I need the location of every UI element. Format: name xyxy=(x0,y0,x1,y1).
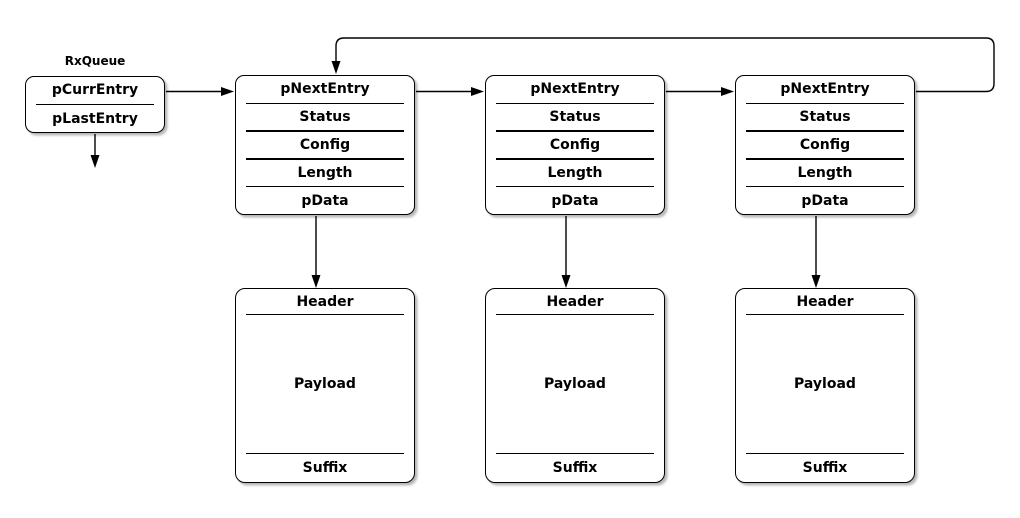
arrowhead-pdata3-to-buffer3 xyxy=(811,275,821,288)
field-config: Config xyxy=(549,137,601,153)
divider xyxy=(496,452,654,454)
divider xyxy=(246,130,404,132)
queue-title: RxQueue xyxy=(64,54,126,68)
arrowhead-queue-down xyxy=(90,155,100,168)
section-suffix: Suffix xyxy=(802,460,848,476)
field-length: Length xyxy=(547,164,603,181)
arrowhead-entry2-to-entry3 xyxy=(721,87,734,96)
descriptor-box-3: pNextEntry Status Config Length pData xyxy=(735,75,915,215)
field-status: Status xyxy=(799,109,851,126)
divider xyxy=(746,452,904,454)
arrowhead-queue-to-entry1 xyxy=(221,87,234,96)
divider xyxy=(746,186,904,188)
divider xyxy=(246,186,404,188)
field-pdata: pData xyxy=(301,192,349,209)
field-status: Status xyxy=(299,109,351,126)
buffer-box-3: Header Payload Suffix xyxy=(735,288,915,483)
divider xyxy=(746,314,904,316)
field-pnextentry: pNextEntry xyxy=(280,81,370,98)
section-header: Header xyxy=(296,293,354,310)
field-pnextentry: pNextEntry xyxy=(530,81,620,98)
field-pdata: pData xyxy=(551,192,599,209)
divider xyxy=(36,103,154,106)
descriptor-box-2: pNextEntry Status Config Length pData xyxy=(485,75,665,215)
divider xyxy=(496,158,654,160)
divider xyxy=(496,314,654,316)
arrowhead-entry1-to-entry2 xyxy=(471,87,484,96)
arrowhead-pdata2-to-buffer2 xyxy=(561,275,571,288)
divider xyxy=(746,130,904,132)
field-config: Config xyxy=(299,137,351,153)
divider xyxy=(246,314,404,316)
divider xyxy=(496,102,654,104)
field-status: Status xyxy=(549,109,601,126)
field-length: Length xyxy=(297,164,353,181)
buffer-box-2: Header Payload Suffix xyxy=(485,288,665,483)
divider xyxy=(496,130,654,132)
section-suffix: Suffix xyxy=(302,460,348,476)
divider xyxy=(496,186,654,188)
section-payload: Payload xyxy=(294,376,356,392)
buffer-box-1: Header Payload Suffix xyxy=(235,288,415,483)
field-pcurrentry: pCurrEntry xyxy=(51,82,139,99)
field-length: Length xyxy=(797,164,853,181)
divider xyxy=(746,158,904,160)
divider xyxy=(746,102,904,104)
field-config: Config xyxy=(799,137,851,153)
field-pdata: pData xyxy=(801,192,849,209)
rxqueue-box: pCurrEntry pLastEntry xyxy=(25,76,165,133)
section-payload: Payload xyxy=(544,376,606,392)
section-header: Header xyxy=(546,293,604,310)
section-header: Header xyxy=(796,293,854,310)
field-plastentry: pLastEntry xyxy=(52,110,138,127)
section-payload: Payload xyxy=(794,376,856,392)
arrowhead-loopback xyxy=(331,61,341,74)
divider xyxy=(246,102,404,104)
divider xyxy=(246,452,404,454)
divider xyxy=(246,158,404,160)
section-suffix: Suffix xyxy=(552,460,598,476)
descriptor-box-1: pNextEntry Status Config Length pData xyxy=(235,75,415,215)
arrowhead-pdata1-to-buffer1 xyxy=(311,275,321,288)
field-pnextentry: pNextEntry xyxy=(780,81,870,98)
